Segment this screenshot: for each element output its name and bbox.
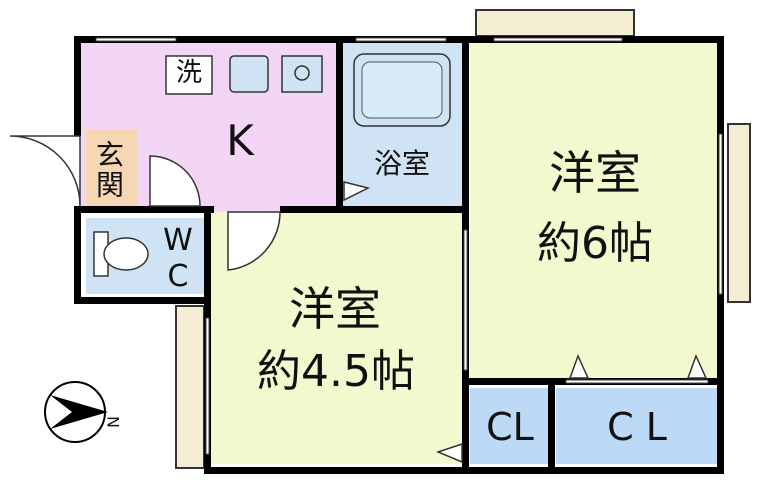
fixtures — [93, 53, 451, 277]
entrance-label: 玄関 — [92, 140, 125, 200]
bath-label: 浴室 — [373, 147, 430, 180]
western-small-size: 約4.5帖 — [257, 346, 415, 397]
doors — [9, 135, 708, 464]
washer-box — [165, 55, 213, 95]
closet-large-floor — [556, 388, 718, 464]
laundry-label: 洗 — [175, 58, 202, 88]
kitchen-label: K — [226, 116, 254, 165]
western-large-label: 洋室 — [549, 146, 641, 200]
entrance-floor — [86, 130, 138, 206]
closet-small-label: CL — [486, 405, 534, 449]
closet-large-label: C L — [607, 405, 667, 449]
wc-label-top: W — [163, 223, 193, 258]
western-small-label: 洋室 — [289, 282, 381, 336]
window-openings — [95, 37, 723, 455]
window-left-small — [175, 305, 205, 469]
sink-icon — [229, 55, 269, 93]
window-right — [727, 123, 751, 303]
wc-label-bottom: C — [167, 259, 189, 294]
closet-small-floor — [470, 388, 550, 464]
north-arrow-icon — [44, 381, 108, 443]
western-large-floor — [470, 42, 718, 382]
western-large-size: 約6帖 — [537, 218, 653, 269]
compass-north-label: N — [103, 416, 123, 428]
window-top-right — [475, 9, 635, 37]
